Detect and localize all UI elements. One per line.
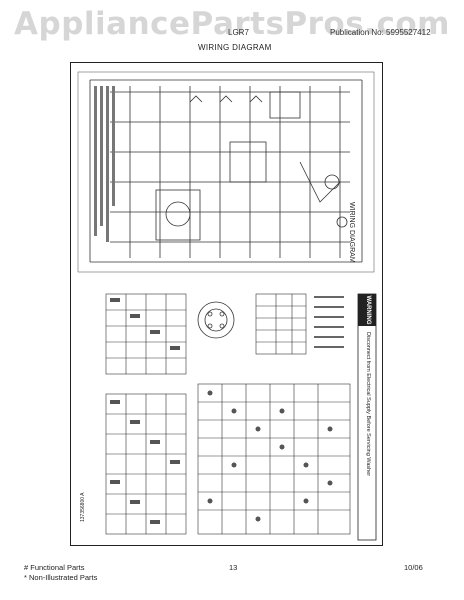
diagram-title: WIRING DIAGRAM (348, 202, 355, 263)
warning-label: WARNING (365, 296, 371, 325)
cycle-marks-left (110, 298, 180, 524)
connector-diagram (197, 301, 235, 339)
timer-chart (197, 383, 351, 535)
warning-text: Disconnect from Electrical Supply Before… (365, 332, 371, 476)
footer-date: 10/06 (404, 563, 423, 572)
footer-legend-functional: # Functional Parts (24, 563, 85, 572)
connector-chart (255, 293, 307, 355)
timer-marks (207, 390, 333, 522)
wiring-diagram-sheet: WIRING DIAGRAM WARNING Disconnect from E… (70, 62, 383, 546)
page-number: 13 (229, 563, 238, 572)
legend-list (314, 296, 344, 348)
watermark: AppliancePartsPros.com (14, 6, 450, 42)
part-number: 137356800 A (80, 492, 86, 522)
footer-legend-non-illustrated: * Non-Illustrated Parts (24, 573, 98, 582)
page-title: WIRING DIAGRAM (198, 43, 272, 52)
header-model: LGR7 (228, 28, 249, 37)
upper-notes (94, 86, 115, 242)
schematic-upper (77, 71, 375, 273)
cycle-chart-left (105, 293, 187, 535)
header-publication: Publication No: 5995527412 (330, 28, 431, 37)
warning-box: WARNING Disconnect from Electrical Suppl… (357, 293, 377, 541)
